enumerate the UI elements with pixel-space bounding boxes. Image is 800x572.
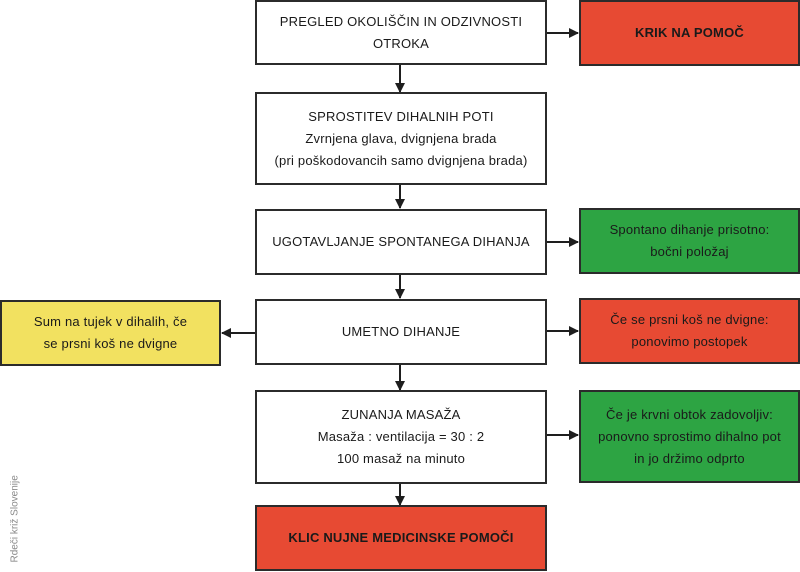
side-recovery-line1: Spontano dihanje prisotno: [609, 222, 770, 237]
side-chest-line1: Če se prsni koš ne dvigne: [610, 312, 769, 327]
step-call-ems-text: KLIC NUJNE MEDICINSKE POMOČI [288, 530, 514, 545]
credit: Rdeči križ Slovenije [2, 420, 22, 570]
step-compressions-ratio: Masaža : ventilacija = 30 : 2 [317, 429, 485, 444]
step-compressions-title: ZUNANJA MASAŽA [341, 407, 461, 422]
step-breathing-text: UGOTAVLJANJE SPONTANEGA DIHANJA [272, 234, 530, 249]
side-circulation-line1: Če je krvni obtok zadovoljiv: [606, 406, 773, 422]
side-shout-help: KRIK NA POMOČ [579, 0, 800, 66]
side-chest-not-rising: Če se prsni koš ne dvigne: ponovimo post… [579, 298, 800, 364]
side-foreign-line2: se prsni koš ne dvigne [43, 336, 178, 351]
step-breathing: UGOTAVLJANJE SPONTANEGA DIHANJA [255, 209, 547, 275]
side-circulation-ok: Če je krvni obtok zadovoljiv: ponovno sp… [579, 390, 800, 483]
step-compressions-rate: 100 masaž na minuto [336, 451, 466, 466]
side-shout-help-text: KRIK NA POMOČ [634, 25, 744, 40]
step-rescue-breathing-text: UMETNO DIHANJE [341, 324, 461, 339]
step-airway: SPROSTITEV DIHALNIH POTI Zvrnjena glava,… [255, 92, 547, 185]
step-compressions: ZUNANJA MASAŽA Masaža : ventilacija = 30… [255, 390, 547, 484]
credit-text: Rdeči križ Slovenije [9, 475, 21, 563]
side-circulation-line2: ponovno sprostimo dihalno pot [598, 428, 781, 444]
step-airway-detail: Zvrnjena glava, dvignjena brada [305, 130, 497, 146]
step-rescue-breathing: UMETNO DIHANJE [255, 299, 547, 365]
step-assess-text: PREGLED OKOLIŠČIN IN ODZIVNOSTI OTROKA [279, 13, 523, 51]
side-recovery-position: Spontano dihanje prisotno: bočni položaj [579, 208, 800, 274]
side-circulation-line3: in jo držimo odprto [634, 450, 745, 466]
side-foreign-line1: Sum na tujek v dihalih, če [33, 314, 188, 329]
side-foreign-body: Sum na tujek v dihalih, če se prsni koš … [0, 300, 221, 366]
side-chest-line2: ponovimo postopek [631, 334, 748, 349]
step-assess: PREGLED OKOLIŠČIN IN ODZIVNOSTI OTROKA [255, 0, 547, 65]
step-airway-note: (pri poškodovancih samo dvignjena brada) [274, 152, 528, 168]
step-call-ems: KLIC NUJNE MEDICINSKE POMOČI [255, 505, 547, 571]
step-airway-title: SPROSTITEV DIHALNIH POTI [308, 108, 494, 124]
side-recovery-line2: bočni položaj [650, 244, 729, 259]
